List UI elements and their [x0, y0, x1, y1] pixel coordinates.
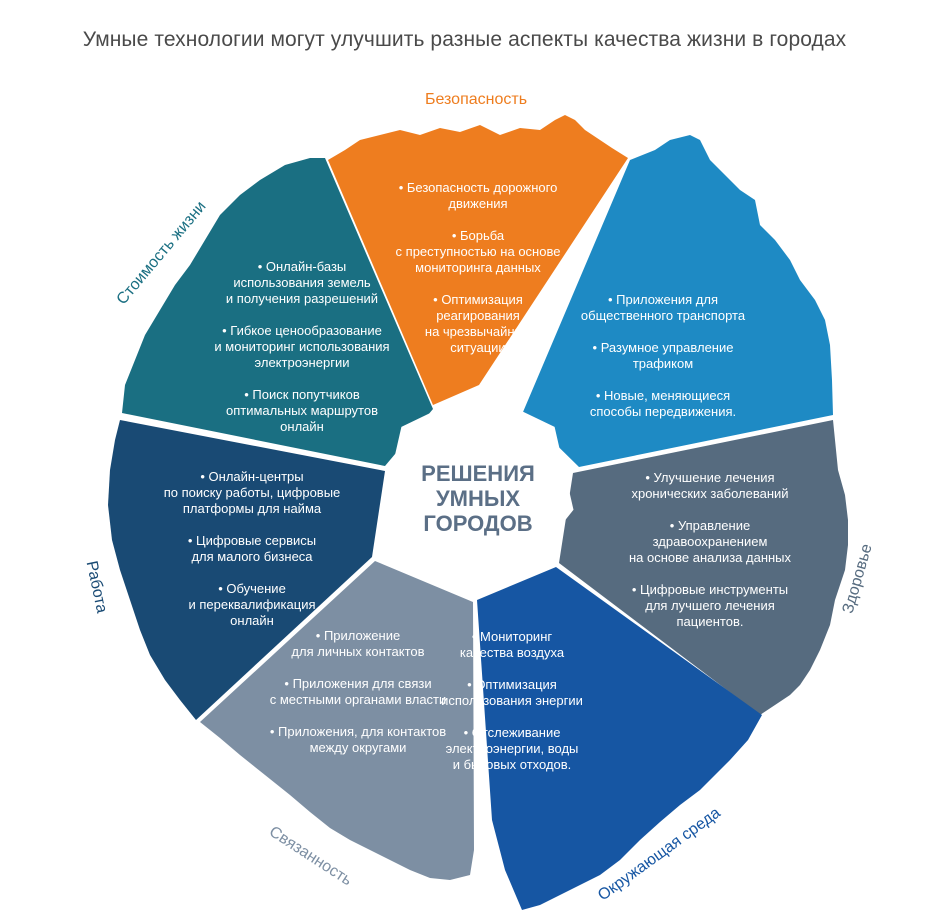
segment-safety-item-1-line-0: • Борьба — [452, 228, 505, 243]
segment-label-work: Работа — [83, 559, 111, 614]
segment-mobility-item-0-line-1: общественного транспорта — [581, 308, 746, 323]
center-line-3: ГОРОДОВ — [423, 511, 532, 536]
segment-work-item-0-line-0: • Онлайн-центры — [200, 469, 303, 484]
segment-label-safety: Безопасность — [425, 91, 527, 108]
segment-safety-item-2-line-1: реагирования — [436, 308, 520, 323]
segment-connectedness-item-1-line-1: с местными органами власти — [270, 692, 447, 707]
center-line-1: РЕШЕНИЯ — [421, 461, 535, 486]
segment-safety-item-0-line-0: • Безопасность дорожного — [399, 180, 558, 195]
segment-connectedness-item-2-line-1: между округами — [310, 740, 407, 755]
center-hexagon — [382, 390, 574, 577]
segment-safety-item-2-line-3: ситуации — [450, 340, 505, 355]
page-title: Умные технологии могут улучшить разные а… — [82, 28, 847, 51]
segment-environment-item-0-line-1: качества воздуха — [460, 645, 565, 660]
segment-safety — [328, 115, 628, 405]
segment-health-item-1-line-2: на основе анализа данных — [629, 550, 792, 565]
center-hub: РЕШЕНИЯ УМНЫХ ГОРОДОВ — [382, 390, 574, 577]
segment-connectedness-item-0-line-0: • Приложение — [316, 628, 400, 643]
segment-mobility-item-2-line-0: • Новые, меняющиеся — [596, 388, 730, 403]
segment-cost-item-2-line-2: онлайн — [280, 419, 324, 434]
segment-environment-item-0-line-0: • Мониторинг — [472, 629, 553, 644]
segment-connectedness-item-1-line-0: • Приложения для связи — [284, 676, 431, 691]
segment-environment — [477, 567, 762, 910]
segment-health-item-2-line-1: для лучшего лечения — [645, 598, 775, 613]
segment-environment-item-1-line-0: • Оптимизация — [467, 677, 557, 692]
segment-cost-item-1-line-0: • Гибкое ценообразование — [222, 323, 382, 338]
segment-cost — [122, 158, 433, 466]
center-line-2: УМНЫХ — [436, 486, 520, 511]
segment-cost-item-1-line-2: электроэнергии — [255, 355, 350, 370]
segment-work-item-0-line-1: по поиску работы, цифровые — [164, 485, 341, 500]
segment-mobility-item-0-line-0: • Приложения для — [608, 292, 718, 307]
segment-work-item-2-line-1: и переквалификация — [188, 597, 315, 612]
segment-work-item-0-line-2: платформы для найма — [183, 501, 322, 516]
segment-work — [108, 420, 385, 720]
segment-layer — [108, 115, 848, 910]
segment-mobility-item-1-line-0: • Разумное управление — [593, 340, 734, 355]
segment-cost-item-2-line-0: • Поиск попутчиков — [244, 387, 360, 402]
segment-environment-item-2-line-1: электроэнергии, воды — [446, 741, 579, 756]
segment-safety-item-2-line-2: на чрезвычайные — [425, 324, 531, 339]
segment-safety-item-0-line-1: движения — [448, 196, 507, 211]
segment-environment-item-1-line-1: использования энергии — [441, 693, 583, 708]
segment-cost-item-1-line-1: и мониторинг использования — [214, 339, 389, 354]
segment-environment-item-2-line-2: и бытовых отходов. — [453, 757, 572, 772]
segment-cost-item-0-line-1: использования земель — [233, 275, 371, 290]
segment-health-item-1-line-0: • Управление — [670, 518, 750, 533]
segment-work-item-2-line-2: онлайн — [230, 613, 274, 628]
segment-health-item-0-line-0: • Улучшение лечения — [645, 470, 774, 485]
segment-mobility — [523, 135, 833, 467]
segment-safety-item-1-line-1: с преступностью на основе — [396, 244, 561, 259]
segment-health-item-1-line-1: здравоохранением — [653, 534, 768, 549]
segment-cost-item-2-line-1: оптимальных маршрутов — [226, 403, 378, 418]
segment-health-item-0-line-1: хронических заболеваний — [631, 486, 788, 501]
segment-work-item-1-line-1: для малого бизнеса — [191, 549, 313, 564]
segment-connectedness-item-0-line-1: для личных контактов — [291, 644, 424, 659]
segment-cost-item-0-line-2: и получения разрешений — [226, 291, 378, 306]
segment-connectedness-item-2-line-0: • Приложения, для контактов — [270, 724, 446, 739]
segment-work-item-2-line-0: • Обучение — [218, 581, 286, 596]
segment-safety-item-1-line-2: мониторинга данных — [415, 260, 541, 275]
segment-mobility-item-2-line-1: способы передвижения. — [590, 404, 736, 419]
segment-mobility-item-1-line-1: трафиком — [633, 356, 693, 371]
segment-cost-item-0-line-0: • Онлайн-базы — [258, 259, 347, 274]
segment-health-item-2-line-0: • Цифровые инструменты — [632, 582, 788, 597]
segment-environment-item-2-line-0: • Отслеживание — [464, 725, 561, 740]
segment-health — [559, 420, 848, 715]
segment-safety-item-2-line-0: • Оптимизация — [433, 292, 523, 307]
segment-connectedness — [200, 561, 474, 880]
segment-work-item-1-line-0: • Цифровые сервисы — [188, 533, 316, 548]
segment-health-item-2-line-2: пациентов. — [677, 614, 744, 629]
